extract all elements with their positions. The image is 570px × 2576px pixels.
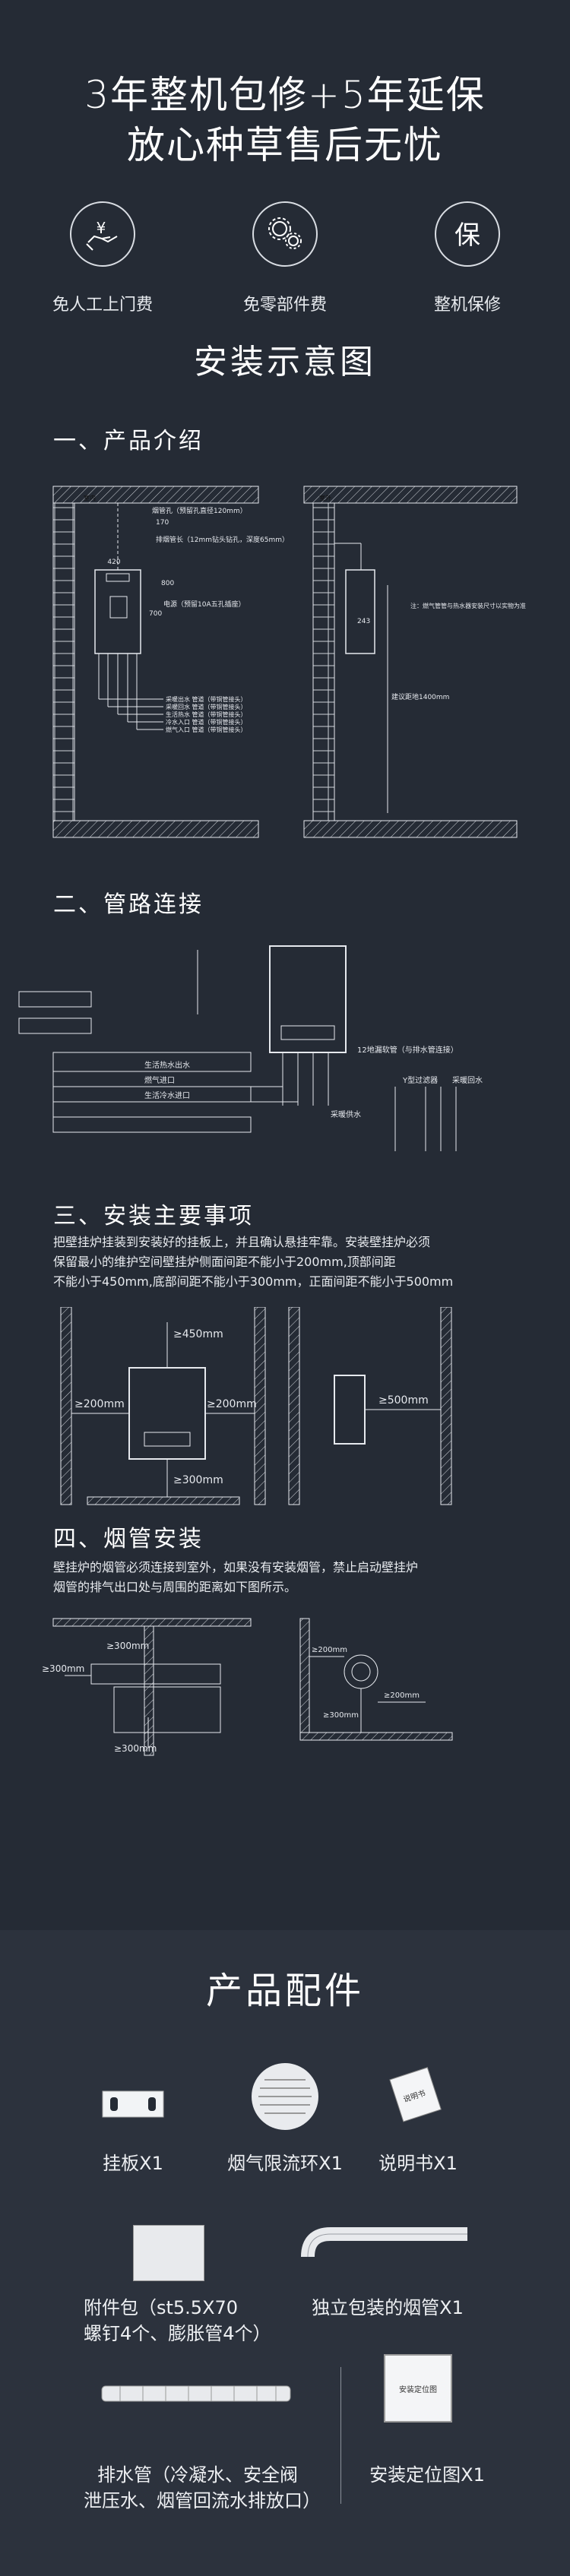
label-valve: Y型过滤器 (402, 1075, 438, 1085)
text-line: 把壁挂炉挂装到安装好的挂板上，并且确认悬挂牢靠。安装壁挂炉必须 (53, 1235, 431, 1249)
service-parts: 免零部件费 (209, 201, 361, 315)
text-line: 烟管的排气出口处与周围的距离如下图所示。 (53, 1580, 297, 1594)
clear-left: ≥200mm (74, 1398, 125, 1410)
text-line: 壁挂炉的烟管必须连接到室外，如果没有安装烟管，禁止启动壁挂炉 (53, 1560, 419, 1574)
service-label: 整机保修 (433, 296, 501, 315)
flue-ring-icon (252, 2063, 318, 2130)
service-label: 免人工上门费 (52, 296, 153, 315)
label-heat-out: 采暖供水 (331, 1109, 361, 1119)
clear-top: ≥450mm (173, 1328, 223, 1340)
label-pipe4: 冷水入口 管道（带铜管接头） (166, 718, 247, 726)
svg-text:保: 保 (454, 220, 480, 251)
acc-label-line: 泄压水、烟管回流水排放口） (84, 2490, 321, 2511)
acc-label: 独立包装的烟管X1 (312, 2297, 464, 2318)
label-drain: 12地漏软管（与排水管连接） (357, 1045, 458, 1055)
label-gas-in: 燃气进口 (144, 1075, 175, 1085)
position-map-icon: 安装定位图 (384, 2354, 452, 2423)
drain-pipe-icon (101, 2385, 291, 2402)
yen-hand-icon: ¥ (70, 201, 135, 267)
acc-label: 说明书X1 (378, 2153, 458, 2174)
clear-bottom: ≥300mm (173, 1474, 223, 1486)
service-warranty: 保 整机保修 (391, 201, 543, 315)
label-outer: 室外 (319, 494, 331, 502)
section2-heading: 二、管路连接 (53, 891, 204, 918)
flue-diagram: ≥300mm ≥300mm ≥300mm ≥200mm ≥300mm ≥200m… (42, 1618, 453, 1756)
pipe-connection-diagram: 生活热水出水 燃气进口 生活冷水进口 采暖供水 采暖回水 Y型过滤器 12地漏软… (18, 945, 483, 1151)
divider (340, 2367, 341, 2504)
label-pipe5: 燃气入口 管道（带铜管接头） (166, 726, 247, 733)
label-exhaust: 排烟管长（12mm钻头钻孔，深度65mm） (156, 535, 289, 544)
flue-c: ≥300mm (114, 1743, 157, 1754)
clear-front: ≥500mm (378, 1394, 429, 1407)
position-map-text: 安装定位图 (399, 2385, 437, 2394)
label-cold-in: 生活冷水进口 (144, 1090, 190, 1100)
acc-label: 安装定位图X1 (369, 2464, 485, 2486)
label-pipe1: 采暖出水 管道（带铜管接头） (166, 695, 247, 703)
label-power: 电源（预留10A五孔插座） (163, 600, 245, 609)
svg-text:¥: ¥ (97, 219, 106, 237)
service-label: 免零部件费 (242, 296, 327, 315)
label-note: 注：燃气管管与热水器安装尺寸以实物为准 (410, 602, 526, 609)
section3-text: 把壁挂炉挂装到安装好的挂板上，并且确认悬挂牢靠。安装壁挂炉必须 保留最小的维护空… (53, 1233, 524, 1292)
text-line: 不能小于450mm,底部间距不能小于300mm，正面间距不能小于500mm (53, 1274, 454, 1289)
hero-line-2: 放心种草售后无忧 (127, 123, 443, 167)
service-labor: ¥ 免人工上门费 (27, 201, 179, 315)
acc-label-line: 螺钉4个、膨胀管4个） (84, 2323, 271, 2344)
dim-1400: 建议距地1400mm (391, 692, 449, 701)
label-flue-hole: 烟管孔（预留孔直径120mm） (152, 506, 247, 515)
acc-label: 挂板X1 (103, 2153, 163, 2174)
gear-icon (252, 201, 318, 267)
bao-seal-icon: 保 (435, 201, 500, 267)
acc-label-line: 附件包（st5.5X70 (84, 2297, 239, 2318)
flue-a: ≥300mm (106, 1641, 149, 1651)
product-intro-diagram: 420 170 700 800 烟管孔（预留孔直径120mm） 排烟管长（12m… (52, 486, 526, 838)
dim-700: 700 (149, 610, 162, 618)
label-heat-back: 采暖回水 (452, 1075, 483, 1085)
accessories-band (0, 1930, 570, 2576)
section1-heading: 一、产品介绍 (53, 428, 204, 454)
acc-label-pack: 附件包（st5.5X70 螺钉4个、膨胀管4个） (84, 2295, 274, 2347)
flue-d: ≥200mm (312, 1646, 347, 1654)
section4-text: 壁挂炉的烟管必须连接到室外，如果没有安装烟管，禁止启动壁挂炉 烟管的排气出口处与… (53, 1558, 524, 1597)
label-pipe3: 生活热水 管道（带铜管接头） (166, 710, 247, 718)
text-line: 保留最小的维护空间壁挂炉侧面间距不能小于200mm,顶部间距 (53, 1255, 396, 1269)
accessories-title: 产品配件 (205, 1970, 364, 2012)
clear-right: ≥200mm (207, 1398, 257, 1410)
flue-b: ≥300mm (42, 1663, 84, 1674)
section4-heading: 四、烟管安装 (53, 1526, 204, 1552)
acc-label-line: 排水管（冷凝水、安全阀 (97, 2464, 298, 2486)
install-title: 安装示意图 (194, 343, 376, 381)
section3-heading: 三、安装主要事项 (53, 1203, 254, 1229)
mounting-plate-icon (102, 2090, 164, 2118)
manual-icon: 说明书 (389, 2067, 442, 2122)
dim-170: 170 (156, 519, 169, 527)
label-pipe2: 采暖回水 管道（带铜管接头） (166, 703, 247, 710)
flue-pipe-icon (301, 2227, 467, 2258)
hero-line-1: 3年整机包修+5年延保 (84, 73, 486, 117)
dim-420: 420 (107, 559, 120, 566)
dim-243: 243 (357, 618, 370, 625)
flue-e: ≥300mm (323, 1711, 359, 1720)
label-hot-out: 生活热水出水 (144, 1060, 190, 1070)
acc-label: 烟气限流环X1 (227, 2153, 343, 2174)
clearance-diagram: ≥450mm ≥200mm ≥200mm ≥300mm ≥500mm (60, 1307, 452, 1505)
flue-f: ≥200mm (384, 1691, 420, 1700)
acc-label-drain: 排水管（冷凝水、安全阀 泄压水、烟管回流水排放口） (84, 2462, 321, 2514)
label-inner: 室内 (84, 494, 96, 502)
dim-800: 800 (161, 580, 174, 587)
accessory-pack-icon (133, 2225, 204, 2281)
